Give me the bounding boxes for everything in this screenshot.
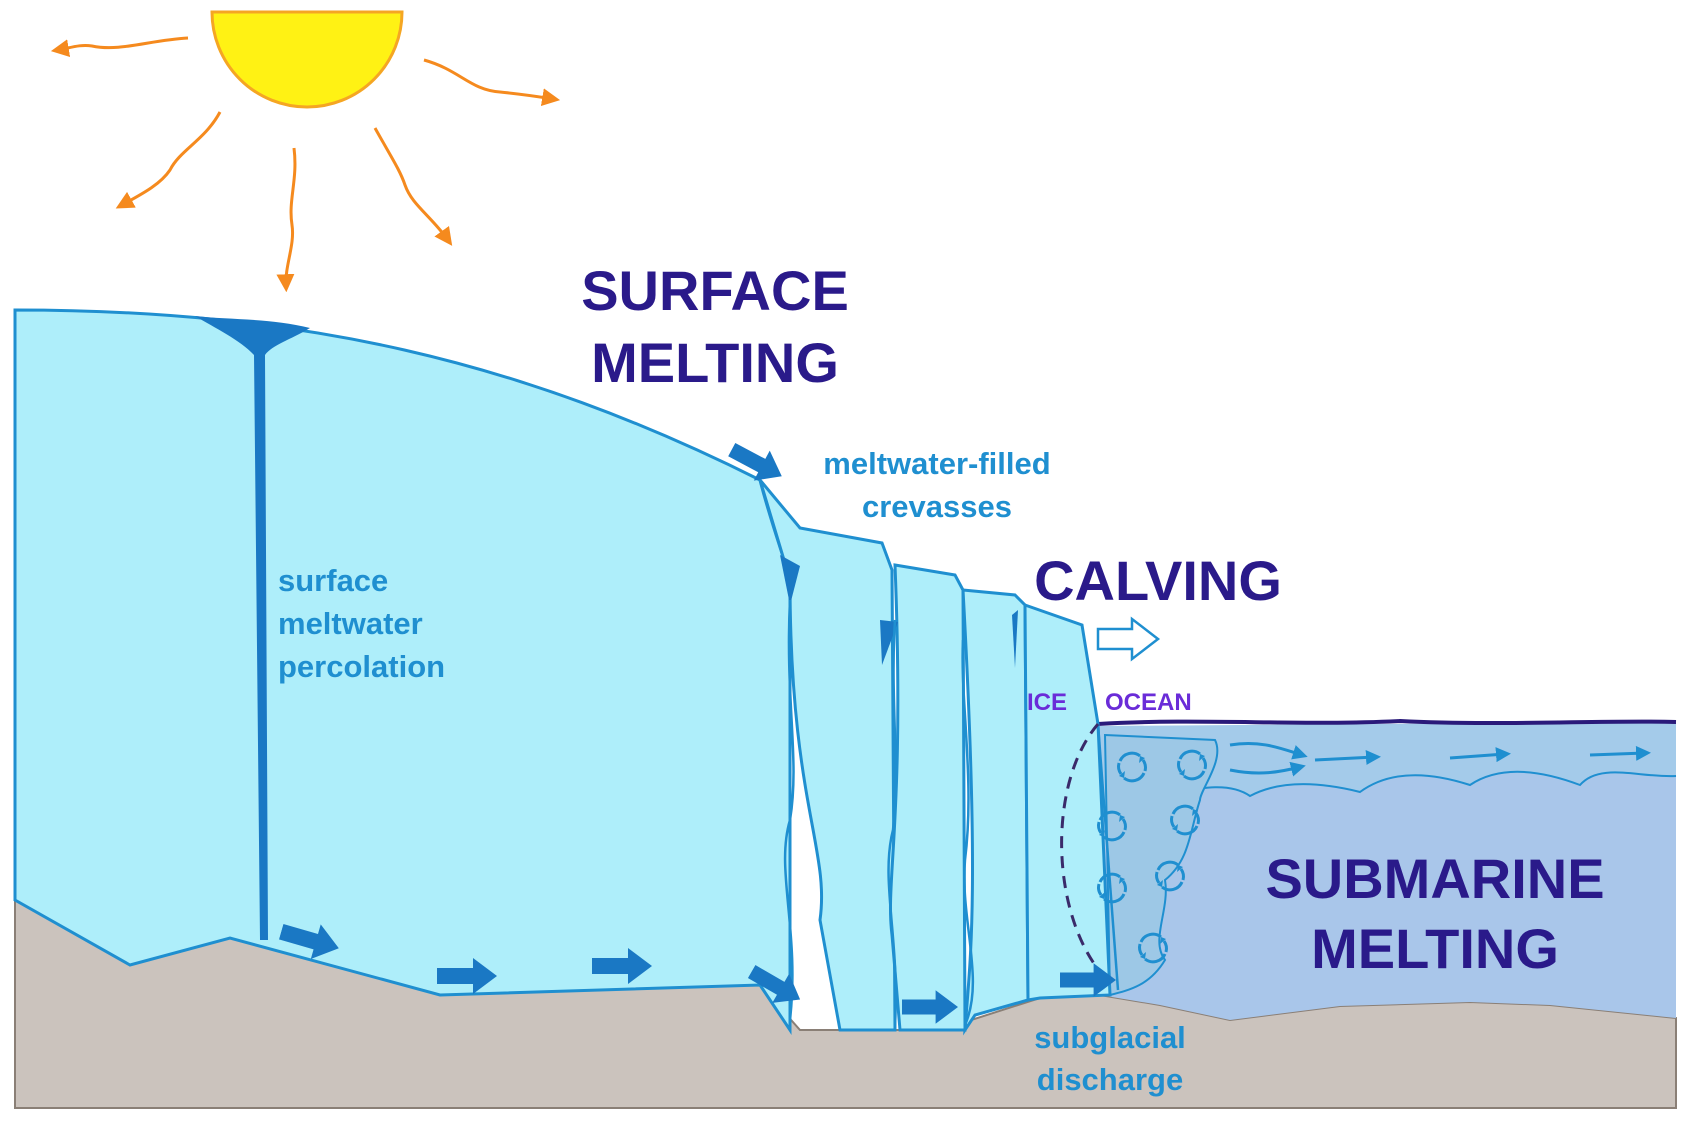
discharge-label-line1: subglacial bbox=[1034, 1020, 1186, 1055]
outflow-arrows bbox=[1229, 741, 1651, 777]
sun-ray bbox=[373, 127, 453, 246]
sun-ray bbox=[276, 147, 297, 293]
crevasse-fill bbox=[780, 555, 800, 605]
surface-melting-title-line2: MELTING bbox=[591, 331, 839, 394]
ocean-upper-layer bbox=[1098, 722, 1676, 845]
submarine-melting-title-line1: SUBMARINE bbox=[1265, 847, 1604, 910]
ocean-label: OCEAN bbox=[1105, 689, 1192, 716]
sun-ray bbox=[423, 58, 561, 107]
percolation-label-line3: percolation bbox=[278, 649, 445, 684]
sea-surface bbox=[1097, 718, 1677, 726]
ocean-lower-layer bbox=[1090, 722, 1676, 1020]
calving-title: CALVING bbox=[1034, 549, 1282, 612]
crevasses-label-line1: meltwater-filled bbox=[823, 446, 1050, 481]
sun-ray bbox=[50, 36, 189, 58]
ice-blocks bbox=[758, 479, 1112, 1036]
crevasses-label-line2: crevasses bbox=[862, 489, 1012, 524]
undercut-outline bbox=[1060, 723, 1100, 966]
discharge-label-line2: discharge bbox=[1037, 1062, 1183, 1097]
sun-icon bbox=[50, 10, 561, 293]
percolation-label-line1: surface bbox=[278, 563, 388, 598]
ice-label: ICE bbox=[1027, 689, 1067, 716]
percolation-label-line2: meltwater bbox=[278, 606, 423, 641]
surface-melting-title-line1: SURFACE bbox=[581, 259, 849, 322]
submarine-melting-title-line2: MELTING bbox=[1311, 917, 1559, 980]
sun-ray bbox=[115, 111, 222, 209]
fractures bbox=[783, 599, 1120, 1026]
calving-arrow-icon bbox=[1096, 616, 1161, 662]
